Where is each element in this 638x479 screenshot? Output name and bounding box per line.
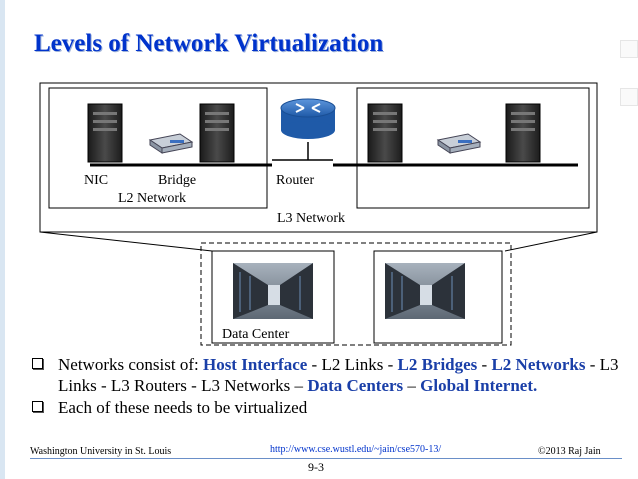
- highlight-l2-networks: L2 Networks: [491, 355, 586, 374]
- bullet-list: Networks consist of: Host Interface - L2…: [30, 354, 620, 418]
- bullet-item: Each of these needs to be virtualized: [30, 397, 620, 418]
- connector-line-left: [39, 231, 213, 252]
- l3-network-box: [39, 82, 598, 233]
- highlight-global-internet: Global Internet.: [420, 376, 538, 395]
- bridge-left: [148, 133, 194, 154]
- bullet-item: Networks consist of: Host Interface - L2…: [30, 354, 620, 396]
- l2-network-right-box: [356, 87, 590, 209]
- l2-network-left-box: [48, 87, 268, 209]
- server-left-2: [199, 103, 235, 163]
- label-nic: NIC: [84, 173, 109, 188]
- highlight-host-interface: Host Interface: [202, 355, 308, 374]
- text-segment: - L3 Links - L3 Routers - L3 Networks –: [58, 355, 619, 395]
- server-right-1: [367, 103, 403, 163]
- data-center-dashed-box: [200, 242, 512, 346]
- footer-copyright: ©2013 Raj Jain: [538, 446, 601, 457]
- text-segment: Networks consist of:: [58, 355, 203, 374]
- label-l3-network: L3 Network: [277, 211, 346, 226]
- page-number: 9-3: [308, 460, 324, 474]
- text-segment: -: [477, 355, 492, 374]
- label-bridge: Bridge: [158, 173, 197, 188]
- highlight-data-centers: Data Centers: [307, 376, 404, 395]
- slide-title: Levels of Network Virtualization: [34, 30, 384, 57]
- bullet-checkbox-icon: [32, 358, 43, 369]
- server-right-2: [505, 103, 541, 163]
- connector-line-right: [504, 231, 598, 252]
- server-left-1: [87, 103, 123, 163]
- text-segment: –: [403, 376, 421, 395]
- text-segment: - L2 Links -: [307, 355, 398, 374]
- footer-url-link[interactable]: http://www.cse.wustl.edu/~jain/cse570-13…: [270, 444, 442, 455]
- bridge-right: [436, 133, 482, 154]
- left-accent-bar: [0, 0, 5, 479]
- label-data-center: Data Center: [222, 327, 290, 342]
- footer-institution: Washington University in St. Louis: [30, 446, 172, 457]
- router-icon: [280, 98, 336, 139]
- data-center-photo-right: [385, 263, 465, 319]
- highlight-l2-bridges: L2 Bridges: [397, 355, 478, 374]
- footer-divider: [30, 458, 622, 459]
- bullet-text: Each of these needs to be virtualized: [58, 398, 308, 417]
- network-diagram: [39, 82, 598, 346]
- bullet-checkbox-icon: [32, 401, 43, 412]
- label-l2-network: L2 Network: [118, 191, 187, 206]
- data-center-photo-left: [233, 263, 313, 319]
- label-router: Router: [276, 173, 315, 188]
